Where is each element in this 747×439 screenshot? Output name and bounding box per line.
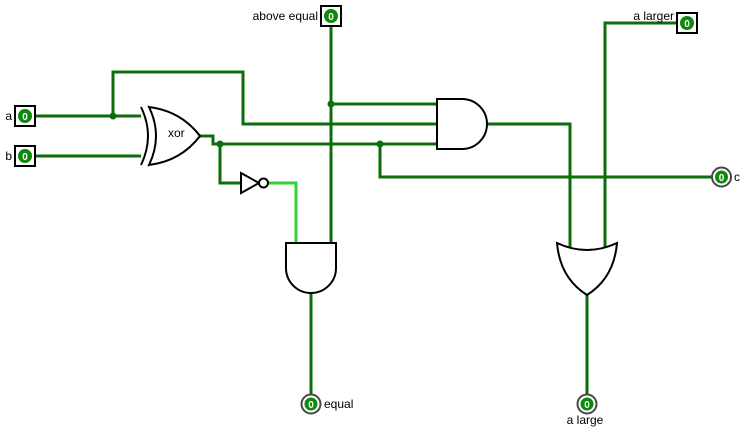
wire-not-to-and xyxy=(268,181,298,243)
net-above-equal xyxy=(327,26,437,243)
pin-b-state[interactable] xyxy=(18,149,32,163)
pin-a-label: a xyxy=(5,109,12,123)
xor-gate-label: xor xyxy=(168,126,185,140)
pin-equal-state xyxy=(304,397,318,411)
xor-gate-body[interactable] xyxy=(147,105,202,167)
pin-b-label: b xyxy=(5,149,12,163)
pin-b[interactable]: 0 b xyxy=(5,145,36,167)
pin-a-large-state xyxy=(580,397,594,411)
pin-c: 0 c xyxy=(711,166,740,188)
net-a xyxy=(35,70,437,126)
and-gate-bottom[interactable] xyxy=(285,242,337,294)
pin-above-equal-value: 0 xyxy=(328,12,334,23)
pin-equal-label: equal xyxy=(324,397,353,411)
junction-dot xyxy=(216,140,224,148)
pin-a[interactable]: 0 a xyxy=(5,105,36,127)
and-gate-bottom-body[interactable] xyxy=(285,242,337,294)
pin-a-value: 0 xyxy=(22,112,28,123)
pin-c-value: 0 xyxy=(719,173,725,184)
wire-xor-to-c xyxy=(378,144,712,179)
not-gate[interactable] xyxy=(240,171,269,195)
pin-above-equal-label: above equal xyxy=(253,9,318,23)
junction-dot xyxy=(376,140,384,148)
pin-above-equal-state[interactable] xyxy=(324,9,338,23)
pin-above-equal[interactable]: 0 above equal xyxy=(253,5,342,27)
net-not-out xyxy=(268,181,298,243)
pin-a-larger[interactable]: 0 a larger xyxy=(633,9,698,34)
pin-a-large: 0 a large xyxy=(567,393,604,427)
pin-a-larger-value: 0 xyxy=(684,19,690,30)
junction-dot xyxy=(327,100,335,108)
pin-c-state xyxy=(715,170,728,184)
pin-a-large-label: a large xyxy=(567,413,604,427)
pin-a-large-value: 0 xyxy=(584,400,590,411)
not-gate-bubble xyxy=(258,177,269,189)
or-gate[interactable] xyxy=(555,241,619,297)
and-gate-top[interactable] xyxy=(436,98,488,150)
xor-gate-back-arc xyxy=(140,106,149,166)
pin-b-value: 0 xyxy=(22,152,28,163)
not-gate-body[interactable] xyxy=(240,171,262,195)
pin-a-larger-state[interactable] xyxy=(680,16,694,30)
pin-a-larger-label: a larger xyxy=(633,9,674,23)
pin-equal: 0 equal xyxy=(300,393,353,415)
or-gate-body[interactable] xyxy=(555,241,619,297)
wire-xor-to-and xyxy=(200,134,437,146)
xor-gate[interactable]: xor xyxy=(140,105,202,167)
and-gate-top-body[interactable] xyxy=(436,98,488,150)
junction-dot xyxy=(109,112,117,120)
pin-c-label: c xyxy=(734,170,740,184)
pin-a-state[interactable] xyxy=(18,109,32,123)
pin-equal-value: 0 xyxy=(308,400,314,411)
wire-and-to-or xyxy=(487,122,572,252)
wire-a-to-and xyxy=(111,70,437,126)
net-xor-out xyxy=(200,134,712,185)
net-a-larger xyxy=(603,21,677,252)
wire-a-larger-to-or xyxy=(603,21,677,252)
wire-xor-to-not xyxy=(218,144,241,185)
net-and-top-out xyxy=(487,122,572,252)
